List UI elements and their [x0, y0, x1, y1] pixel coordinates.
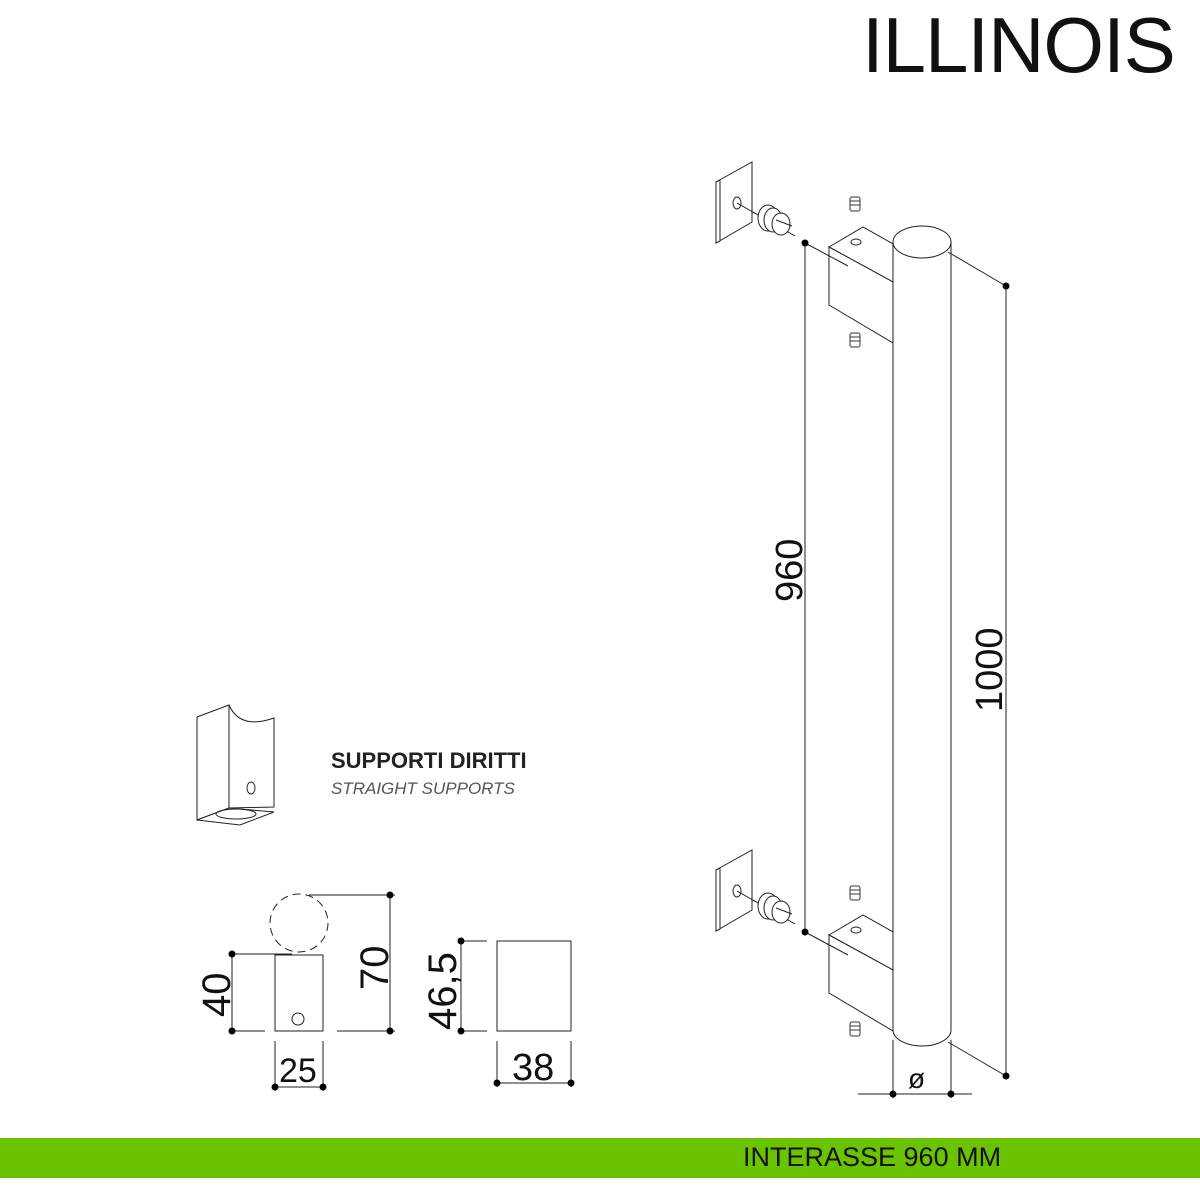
bracket-bottom — [827, 914, 896, 1032]
bracket-top — [827, 226, 896, 344]
dim-label-70: 70 — [353, 946, 397, 991]
dim-label-40: 40 — [195, 973, 239, 1018]
support-side-view — [457, 937, 575, 1087]
dimension-960 — [801, 239, 849, 956]
anchor-bottom — [757, 892, 793, 924]
footer-bar: INTERASSE 960 MM — [0, 1138, 1200, 1178]
support-front-view — [228, 891, 395, 1091]
dim-label-46-5: 46,5 — [421, 952, 465, 1030]
footer-interaxis-label: INTERASSE 960 MM — [743, 1142, 1002, 1172]
dimension-1000 — [947, 251, 1010, 1080]
handle-rod — [892, 225, 952, 1047]
anchor-top — [757, 204, 793, 236]
dim-label-diameter: ø — [908, 1063, 925, 1094]
supports-title: SUPPORTI DIRITTI — [331, 748, 527, 773]
supports-subtitle: STRAIGHT SUPPORTS — [331, 779, 515, 798]
support-iso-icon — [196, 704, 275, 826]
product-title: ILLINOIS — [862, 1, 1176, 89]
dim-label-1000: 1000 — [969, 627, 1011, 712]
wall-plate-bottom — [715, 849, 796, 932]
dimension-diameter — [858, 1040, 972, 1098]
dim-label-38: 38 — [512, 1047, 554, 1089]
dim-label-960: 960 — [769, 539, 811, 602]
dim-label-25: 25 — [279, 1052, 317, 1090]
grub-screws — [849, 196, 861, 1037]
